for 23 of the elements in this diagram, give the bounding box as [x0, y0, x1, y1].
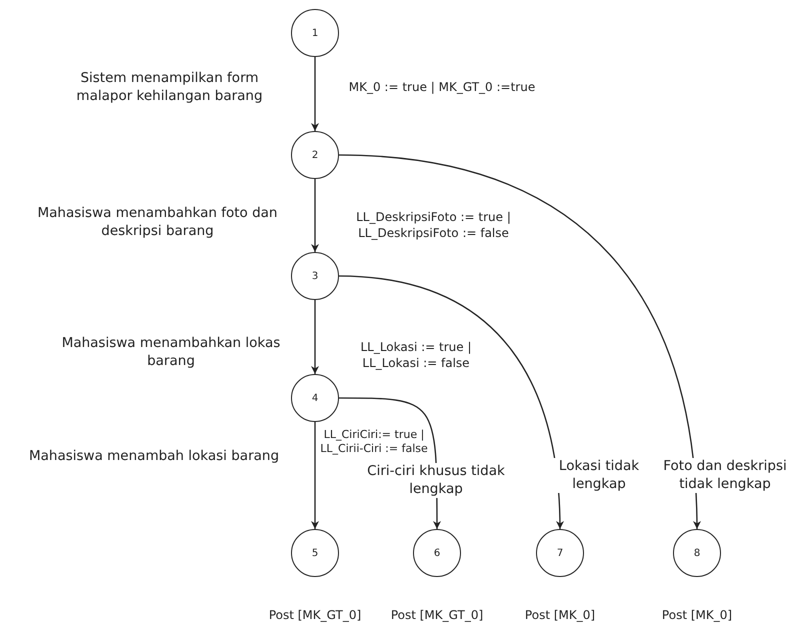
- arrow: [338, 154, 701, 530]
- state-circle: 1: [291, 9, 339, 57]
- step-description: Mahasiswa menambah lokasi barang: [28, 448, 280, 466]
- arrow: [338, 275, 564, 530]
- state-circle: 8: [673, 529, 721, 577]
- state-circle: 4: [291, 374, 339, 422]
- step-description: Mahasiswa menambahkan foto dan deskripsi barang: [36, 205, 278, 240]
- state-circle: 5: [291, 529, 339, 577]
- arrow: [311, 179, 319, 252]
- step-description: Sistem menampilkan form malapor kehilangan barang: [75, 70, 264, 106]
- postcondition-label: Post [MK_0]: [524, 608, 596, 624]
- state-circle: 7: [536, 529, 584, 577]
- arrow: [311, 422, 319, 529]
- postcondition-label: Post [MK_GT_0]: [390, 608, 484, 624]
- arrow: [311, 300, 319, 374]
- edge-label: LL_CiriCiri:= true | LL_Cirii-Ciri := false: [320, 428, 428, 457]
- state-circle: 2: [291, 131, 339, 179]
- state-circle: 6: [413, 529, 461, 577]
- step-description: Mahasiswa menambahkan lokas barang: [60, 335, 282, 370]
- postcondition-label: Post [MK_0]: [660, 608, 734, 624]
- postcondition-label: Post [MK_GT_0]: [268, 608, 362, 624]
- state-circle: 3: [291, 252, 339, 300]
- arrow: [311, 57, 319, 131]
